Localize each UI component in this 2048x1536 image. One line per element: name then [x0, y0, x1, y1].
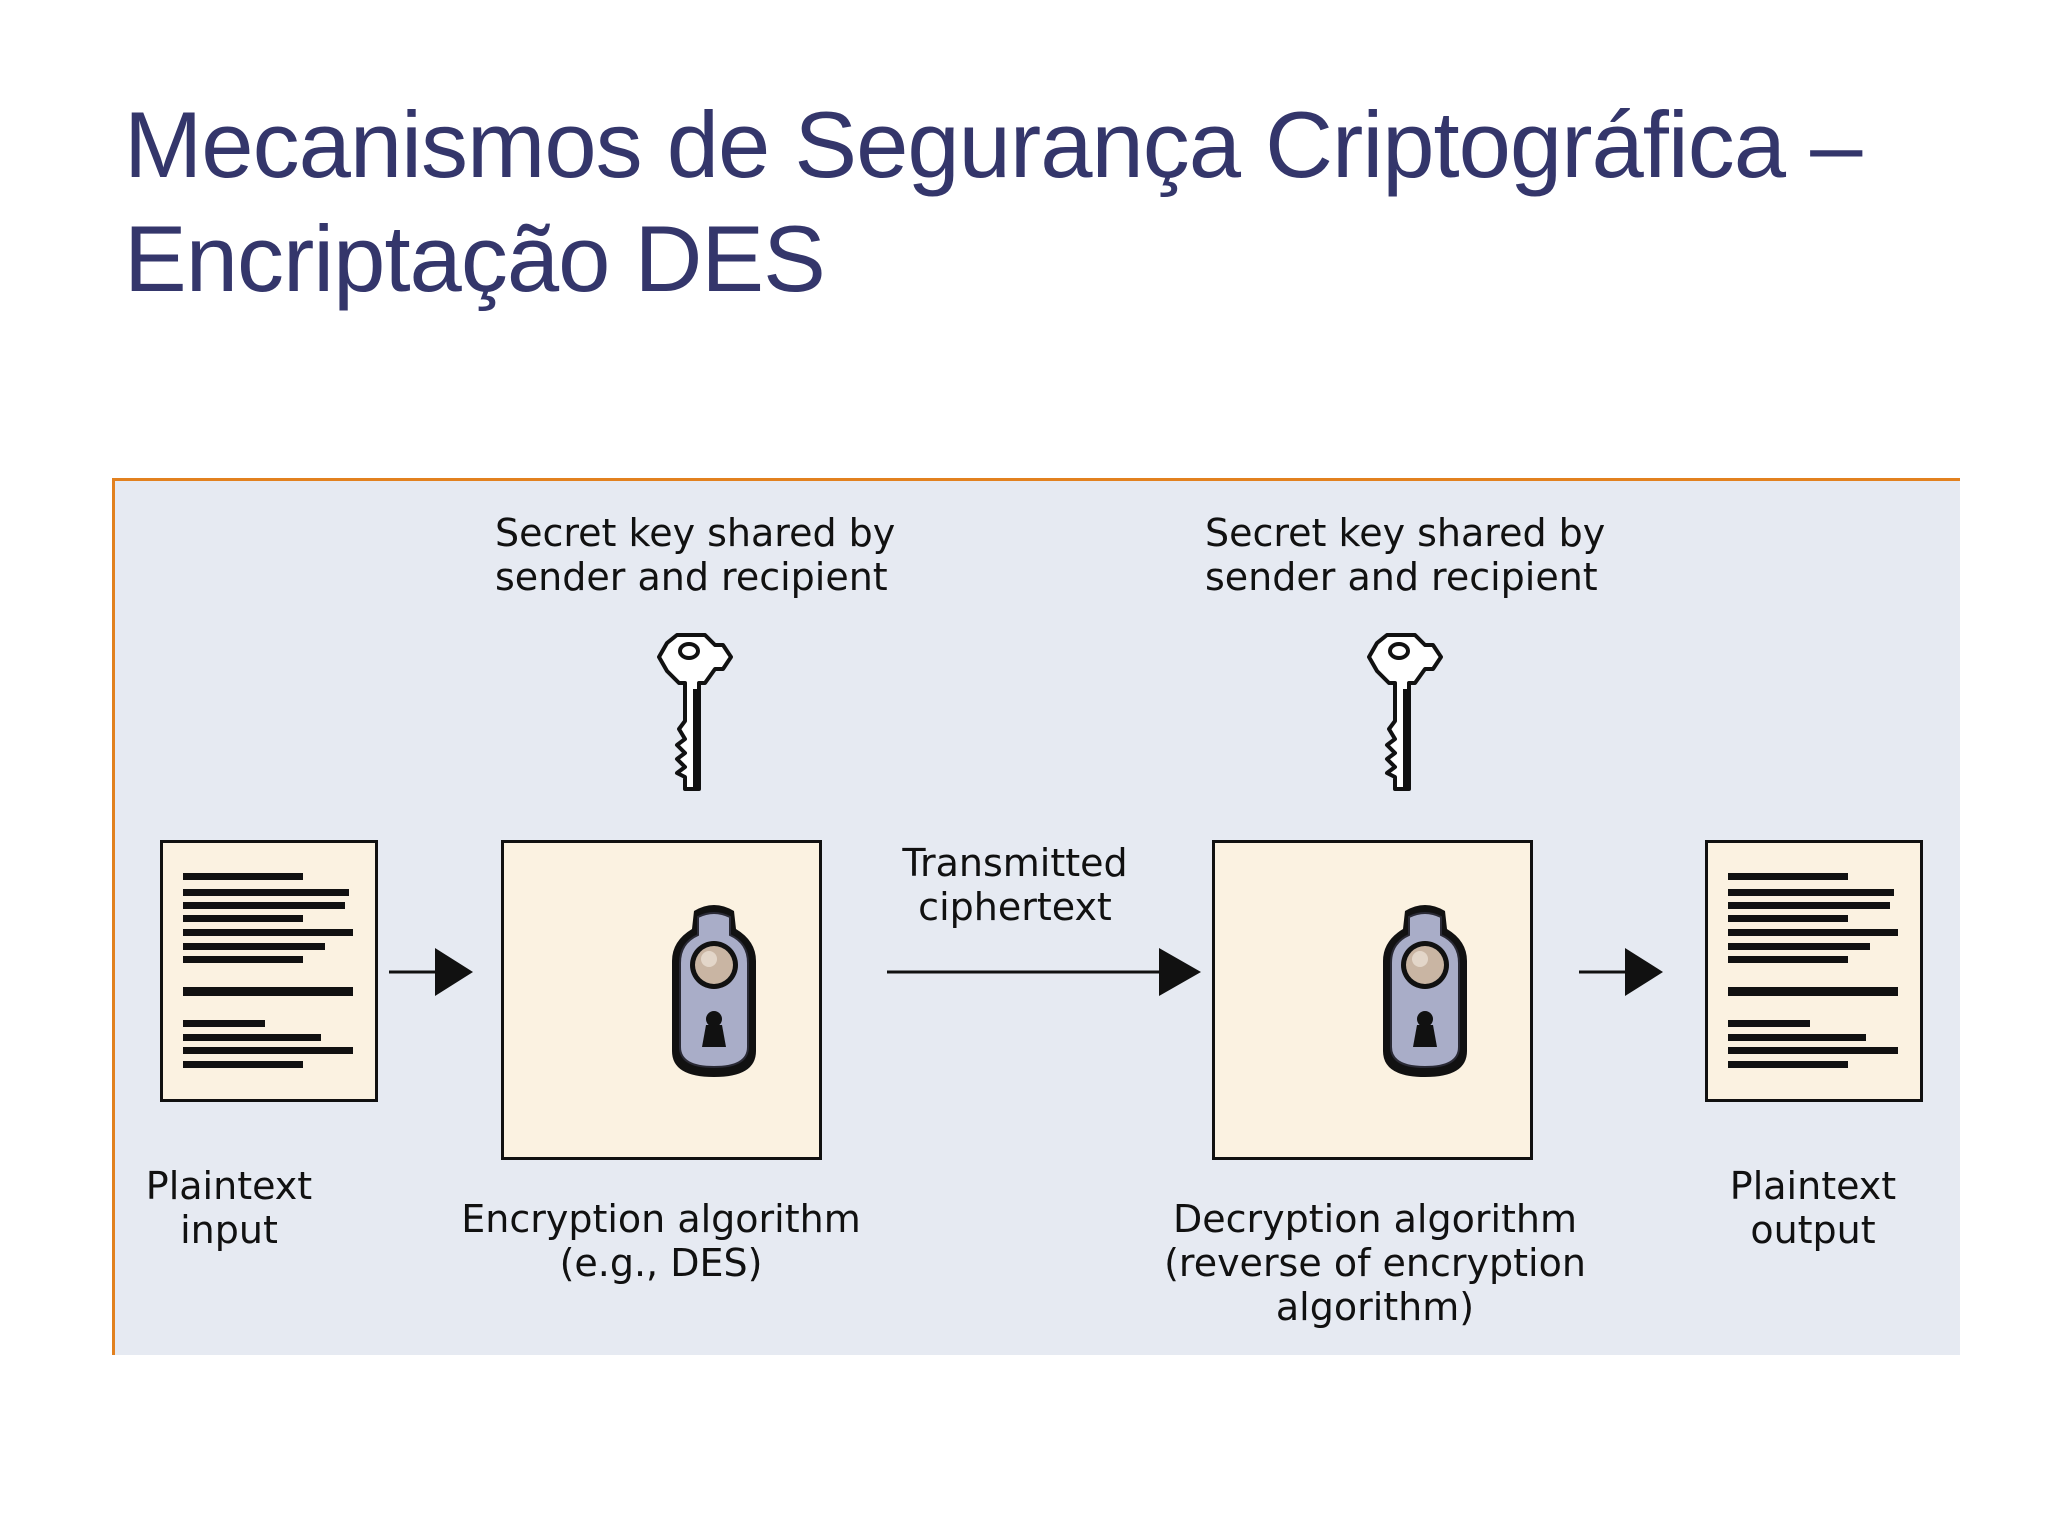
secret-key-label-right-line-1: Secret key shared by: [1205, 511, 1606, 555]
plaintext-input-label-line-2: input: [180, 1208, 278, 1252]
encryption-algorithm-box: [501, 840, 822, 1160]
symmetric-encryption-diagram: Secret key shared by sender and recipien…: [112, 478, 1960, 1355]
secret-key-label-left-line-1: Secret key shared by: [495, 511, 896, 555]
lock-icon: [672, 905, 756, 1077]
key-icon: [1367, 633, 1443, 791]
plaintext-output-label: Plaintext output: [1713, 1164, 1913, 1252]
encryption-algorithm-label: Encryption algorithm (e.g., DES): [451, 1197, 871, 1285]
secret-key-label-right: Secret key shared by sender and recipien…: [1205, 511, 1605, 599]
encryption-algorithm-label-line-1: Encryption algorithm: [461, 1197, 861, 1241]
decryption-algorithm-label-line-3: algorithm): [1275, 1285, 1475, 1329]
decryption-algorithm-label-line-1: Decryption algorithm: [1172, 1197, 1578, 1241]
plaintext-input-document-icon: [160, 840, 378, 1102]
plaintext-output-label-line-1: Plaintext: [1729, 1164, 1897, 1208]
slide-title-line-2: Encriptação DES: [124, 206, 826, 311]
arrow-right-icon: [887, 948, 1201, 996]
plaintext-output-label-line-2: output: [1750, 1208, 1876, 1252]
encryption-algorithm-label-line-2: (e.g., DES): [559, 1241, 763, 1285]
secret-key-label-left: Secret key shared by sender and recipien…: [495, 511, 895, 599]
slide-title-line-1: Mecanismos de Segurança Criptográfica –: [124, 92, 1862, 197]
decryption-algorithm-label: Decryption algorithm (reverse of encrypt…: [1155, 1197, 1595, 1329]
slide-title: Mecanismos de Segurança Criptográfica – …: [124, 88, 1862, 316]
transmitted-ciphertext-label-line-1: Transmitted: [902, 841, 1128, 885]
plaintext-output-document-icon: [1705, 840, 1923, 1102]
transmitted-ciphertext-label: Transmitted ciphertext: [895, 841, 1135, 929]
arrow-right-icon: [389, 948, 473, 996]
arrow-right-icon: [1579, 948, 1663, 996]
plaintext-input-label: Plaintext input: [129, 1164, 329, 1252]
secret-key-label-left-line-2: sender and recipient: [495, 555, 888, 599]
plaintext-input-label-line-1: Plaintext: [145, 1164, 313, 1208]
lock-icon: [1383, 905, 1467, 1077]
secret-key-label-right-line-2: sender and recipient: [1205, 555, 1598, 599]
transmitted-ciphertext-label-line-2: ciphertext: [918, 885, 1112, 929]
decryption-algorithm-label-line-2: (reverse of encryption: [1164, 1241, 1586, 1285]
key-icon: [657, 633, 733, 791]
decryption-algorithm-box: [1212, 840, 1533, 1160]
